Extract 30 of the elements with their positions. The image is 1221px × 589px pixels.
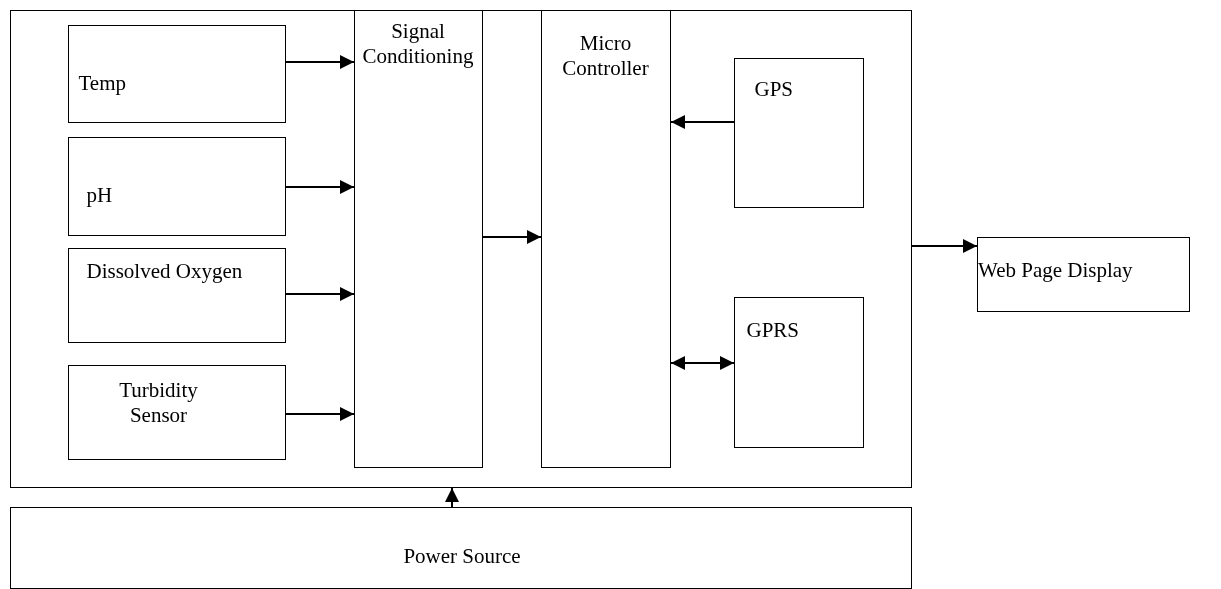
process-box [977, 237, 1190, 312]
arrow [445, 487, 459, 508]
arrow [285, 407, 355, 421]
arrow [482, 230, 542, 244]
arrow [670, 115, 735, 129]
node-label: GPS [754, 76, 795, 102]
process-box [67, 136, 286, 236]
arrow [285, 287, 355, 301]
arrow [911, 239, 978, 253]
node-label: Dissolved Oxygen [86, 258, 244, 284]
arrow [285, 55, 355, 69]
process-box [67, 24, 286, 123]
node-label: Web Page Display [978, 258, 1134, 284]
node-label: Power Source [402, 544, 522, 570]
process-box [353, 9, 483, 468]
process-box [540, 9, 671, 468]
node-label: Turbidity Sensor [118, 377, 199, 428]
process-box [67, 364, 286, 460]
process-box [733, 57, 864, 208]
node-label: pH [86, 182, 114, 208]
system-box [10, 10, 912, 488]
node-label: GPRS [746, 317, 801, 343]
process-box [67, 247, 286, 343]
node-label: Temp [78, 70, 128, 96]
arrow [670, 356, 735, 370]
node-label: Micro Controller [561, 30, 650, 81]
node-label: Signal Conditioning [361, 18, 475, 69]
arrow [285, 180, 355, 194]
process-box [733, 296, 864, 448]
process-box [10, 507, 912, 589]
